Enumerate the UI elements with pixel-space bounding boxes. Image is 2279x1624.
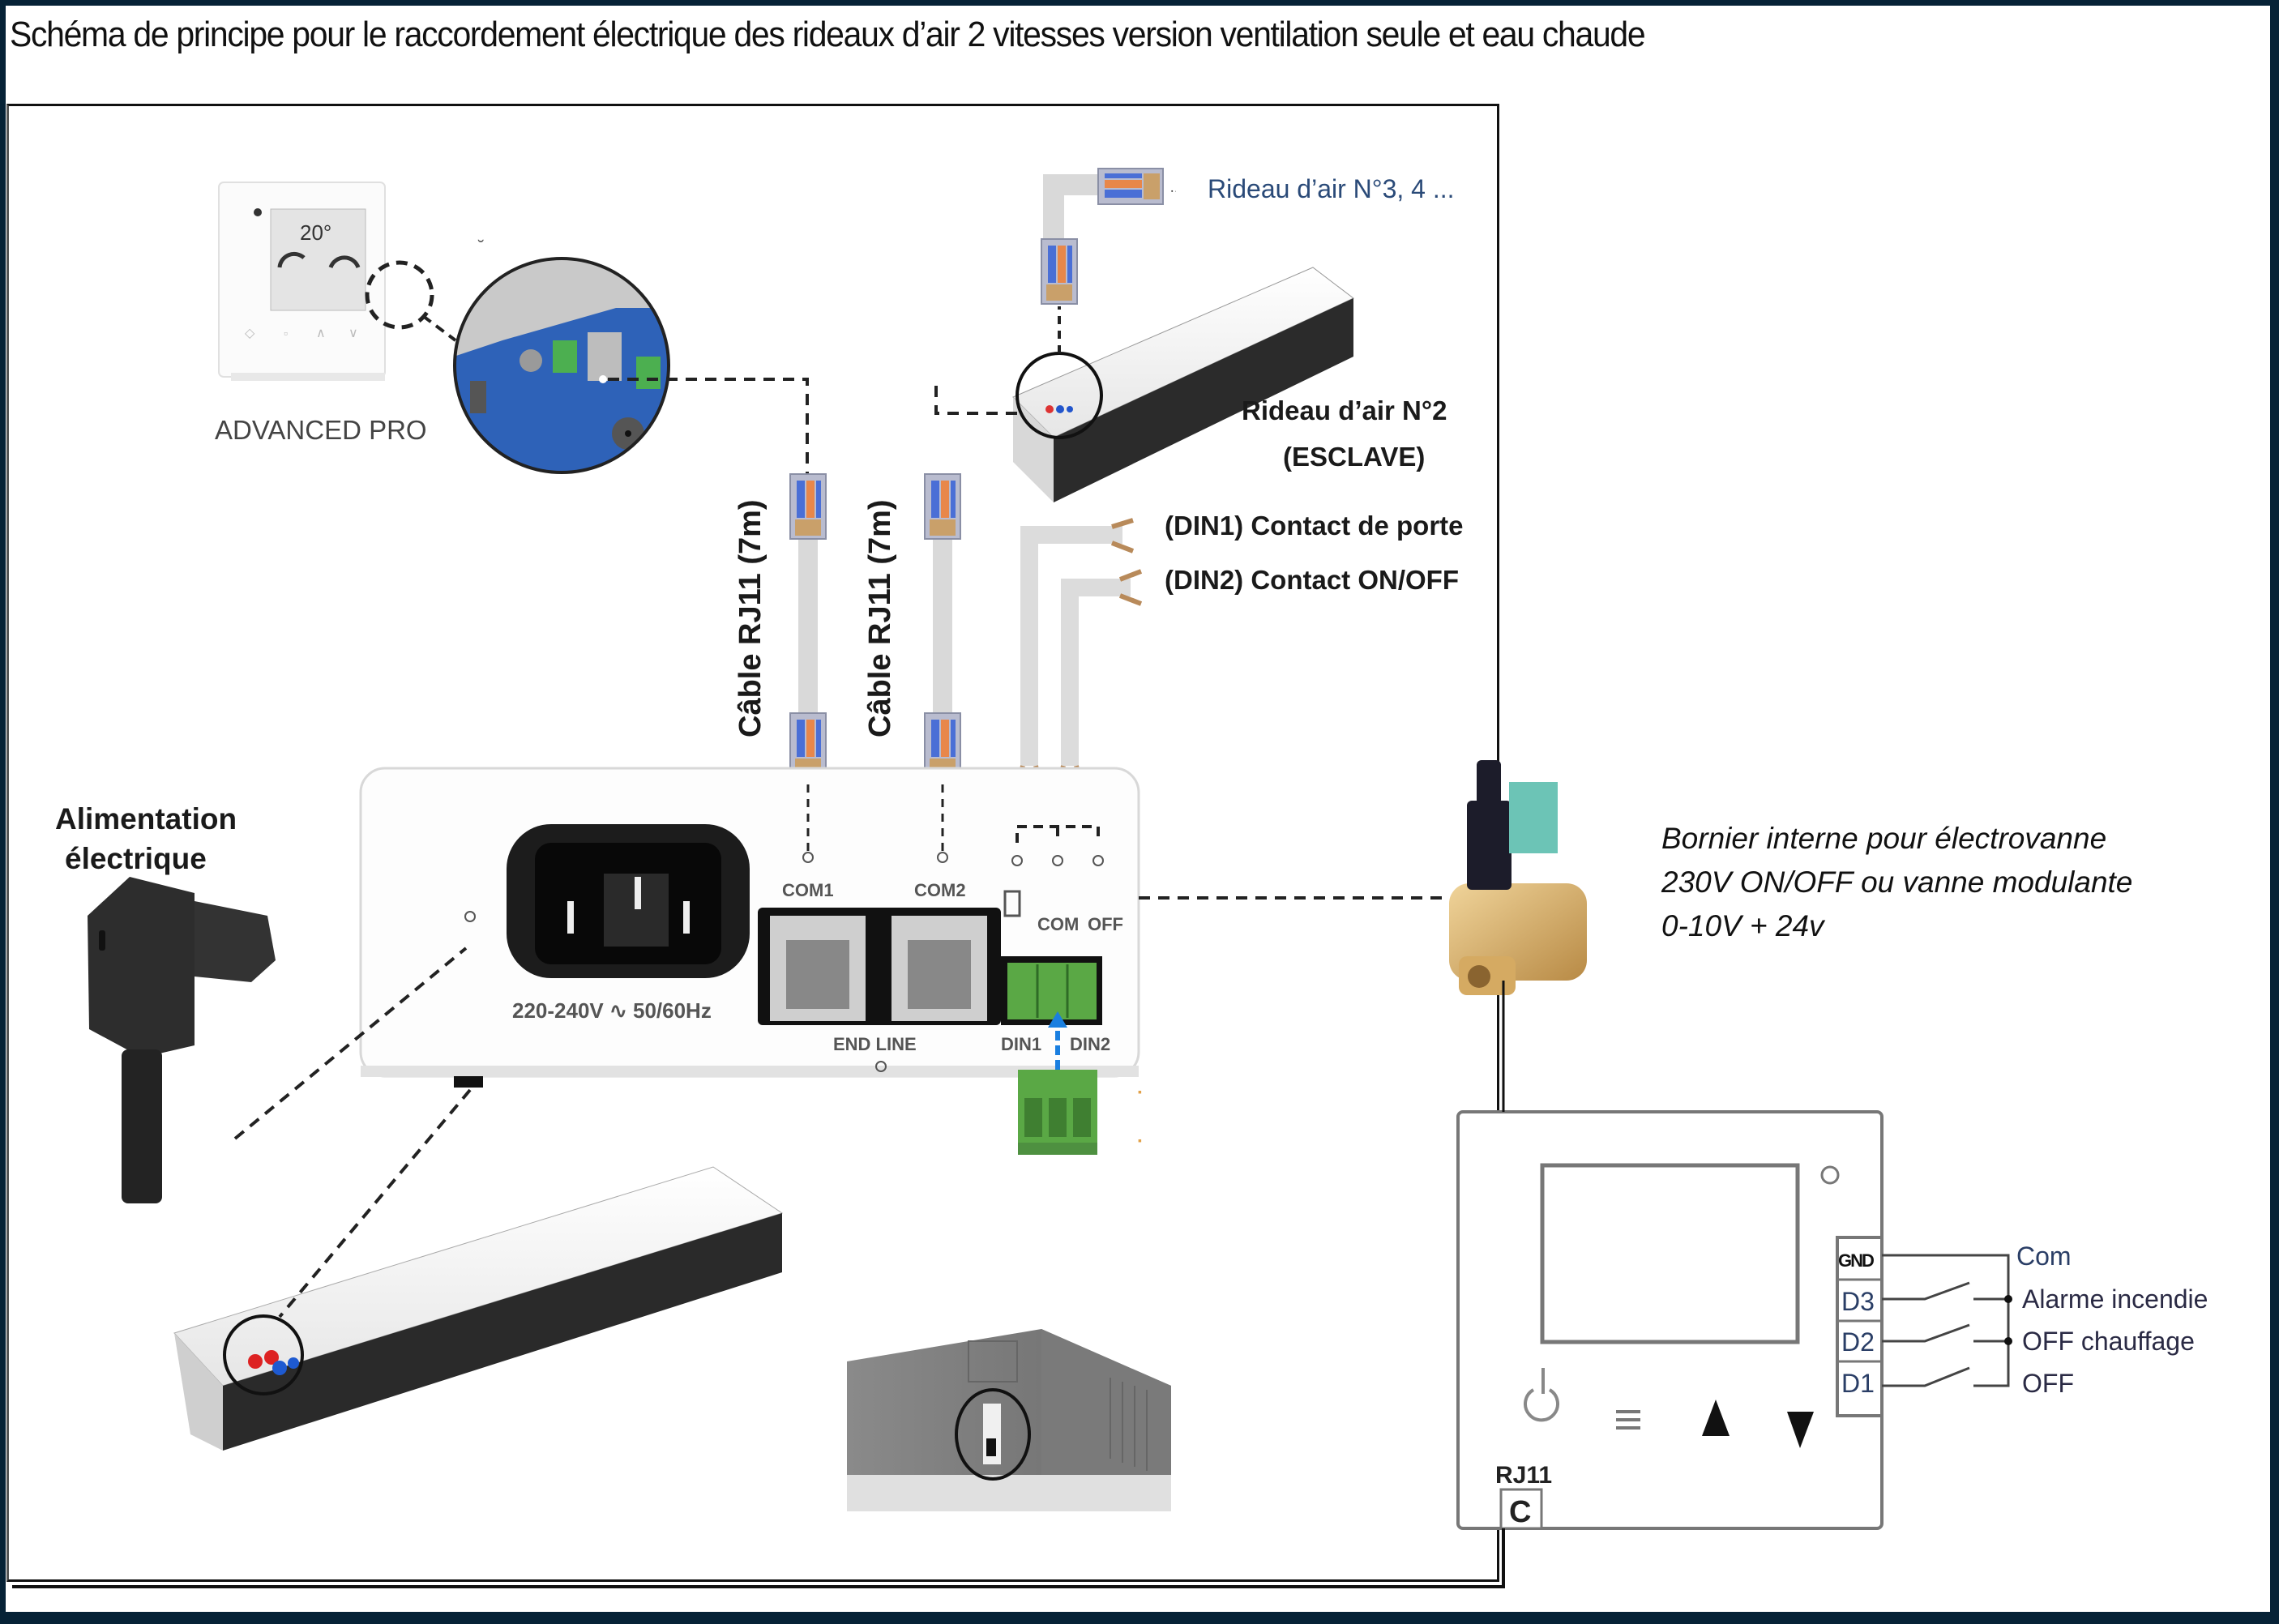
svg-text:▪: ▪: [1138, 1085, 1142, 1098]
thermostat-name: ADVANCED PRO: [215, 415, 427, 445]
terminal-gnd: GND: [1838, 1250, 1874, 1271]
din2-contact-label: (DIN2) Contact ON/OFF: [1165, 565, 1459, 595]
din1-label: DIN1: [1001, 1034, 1041, 1054]
thermostat-pcb-detail: [453, 257, 670, 474]
terminal-d2: D2: [1841, 1327, 1875, 1357]
rj11-plug: [1097, 168, 1164, 205]
cable-1-label: Câble RJ11 (7m): [733, 499, 768, 737]
function-com: Com: [2016, 1242, 2072, 1271]
function-fire-alarm: Alarme incendie: [2022, 1284, 2208, 1314]
din2-label: DIN2: [1070, 1034, 1110, 1054]
removable-terminal-plug: [1018, 1070, 1097, 1155]
din-terminal-block[interactable]: [1007, 963, 1097, 1019]
com-terminal-label: COM: [1037, 914, 1079, 934]
down-arrow-icon[interactable]: [1787, 1412, 1814, 1448]
menu-button[interactable]: [1616, 1410, 1640, 1430]
valve-desc-line2: 230V ON/OFF ou vanne modulante: [1661, 865, 2132, 899]
function-off: OFF: [2022, 1369, 2074, 1398]
advanced-pro-thermostat: 20° ◇ ▫ ∧ ∨: [218, 182, 386, 381]
com1-link-line: [608, 378, 809, 474]
valve-desc-line1: Bornier interne pour électrovanne: [1661, 822, 2106, 855]
thermostat-temperature: 20°: [300, 220, 331, 245]
power-sublabel: électrique: [65, 842, 207, 875]
power-button[interactable]: [1524, 1368, 1559, 1422]
terminal-d3: D3: [1841, 1287, 1875, 1316]
control-box: 220-240V ∿ 50/60Hz COM1 COM2 END LINE CO…: [359, 767, 1140, 1088]
wired-remote-controller: RJ11 C GND D3 D2 D1 Com Alarme incendie …: [1456, 1110, 2208, 1530]
menu-icon: [1616, 1410, 1640, 1430]
svg-text:▫: ▫: [284, 327, 288, 340]
curtain-link-line: [278, 1088, 472, 1318]
concealed-unit: [847, 1329, 1171, 1511]
slave-curtain-sublabel: (ESCLAVE): [1283, 442, 1425, 472]
com2-label: COM2: [914, 880, 966, 900]
power-label: Alimentation: [55, 802, 237, 836]
rj11-cable-2: [924, 473, 961, 779]
power-cord-plug: [88, 877, 276, 1203]
next-curtains-label: Rideau d’air N°3, 4 ...: [1208, 174, 1455, 203]
door-icon: [1003, 890, 1021, 917]
rj11-cable-1: [789, 473, 827, 779]
valve-desc-line3: 0-10V + 24v: [1661, 909, 1826, 942]
svg-text:∨: ∨: [348, 327, 358, 340]
din1-contact-label: (DIN1) Contact de porte: [1165, 511, 1464, 541]
terminal-d1: D1: [1841, 1369, 1875, 1398]
end-line-label: END LINE: [833, 1034, 917, 1054]
din2-wire: [1061, 579, 1131, 766]
rj11-label: RJ11: [1495, 1462, 1552, 1489]
function-heating-off: OFF chauffage: [2022, 1327, 2195, 1356]
diagram-title: Schéma de principe pour le raccordement …: [10, 15, 1646, 54]
power-icon: [1524, 1388, 1559, 1422]
svg-text:▪ ·: ▪ ·: [1171, 189, 1177, 194]
din1-wire: [1020, 526, 1122, 766]
cable-2-label: Câble RJ11 (7m): [863, 499, 897, 737]
zoom-indicator-circle: [365, 260, 434, 330]
svg-text:◇: ◇: [245, 327, 255, 340]
master-air-curtain: [173, 1166, 784, 1451]
power-link-line: [233, 947, 468, 1140]
com1-label: COM1: [782, 880, 834, 900]
voltage-label: 220-240V ∿ 50/60Hz: [512, 998, 712, 1023]
svg-text:▪: ▪: [1138, 1134, 1142, 1147]
svg-text:∧: ∧: [316, 327, 326, 340]
rj11-c-label: C: [1509, 1495, 1531, 1529]
rj11-plug: [1041, 238, 1078, 305]
off-terminal-label: OFF: [1088, 914, 1123, 934]
remote-contact-wiring: [1882, 1254, 2010, 1387]
solenoid-valve: [1449, 760, 1587, 995]
svg-text:˘: ˘: [477, 237, 484, 257]
up-arrow-icon[interactable]: [1702, 1400, 1730, 1436]
slave-curtain-label: Rideau d’air N°2: [1242, 395, 1447, 425]
